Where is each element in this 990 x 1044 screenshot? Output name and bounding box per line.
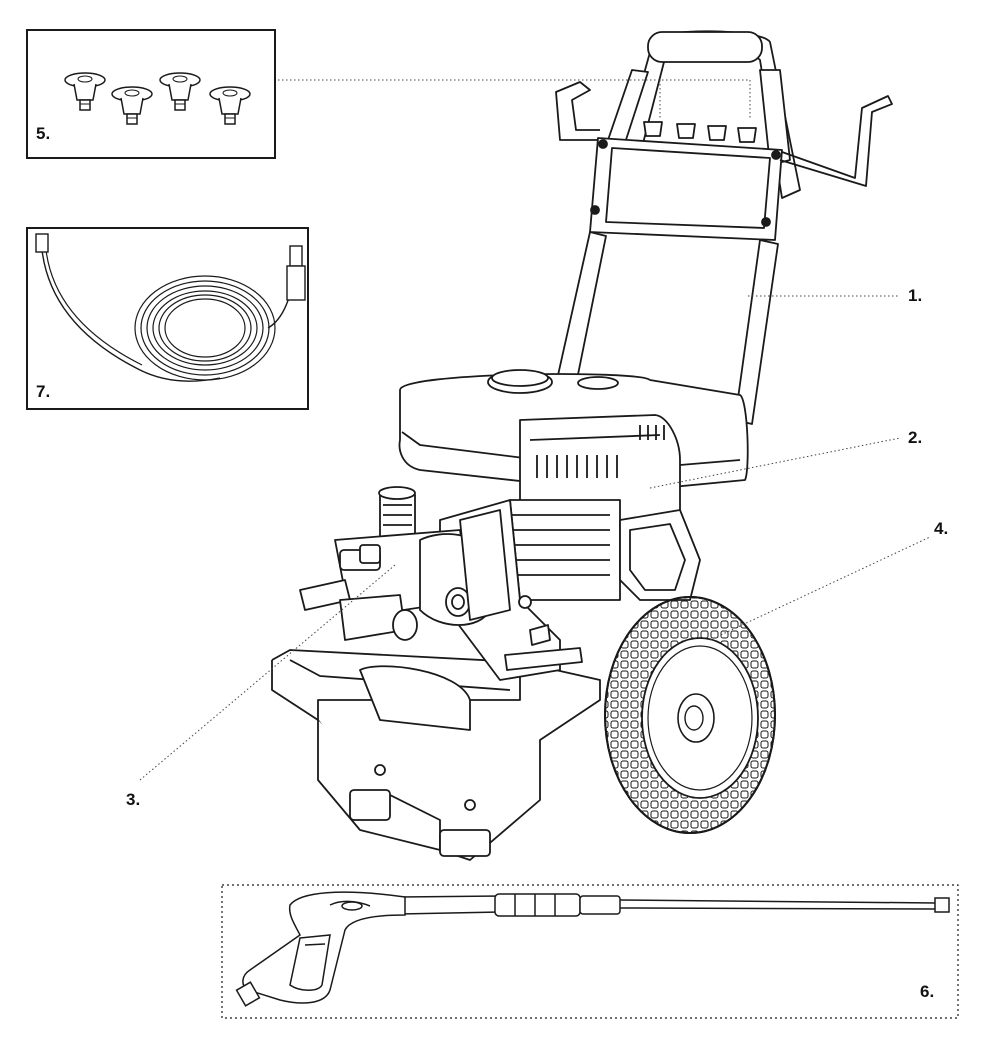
hose-inset	[26, 227, 309, 410]
handle-frame	[547, 30, 893, 425]
hose-coil-icon	[41, 249, 297, 382]
callout-label-wheel: 4.	[934, 519, 949, 538]
leader-lines	[139, 79, 931, 781]
callout-label-frame: 1.	[908, 286, 923, 305]
base-frame	[271, 649, 601, 861]
callout-label-hose: 7.	[36, 382, 51, 401]
callout-label-nozzles: 5.	[36, 124, 51, 143]
callout-label-engine: 2.	[908, 428, 923, 447]
callout-label-pump: 3.	[126, 790, 141, 809]
handle-bolt-icon	[590, 139, 781, 227]
spray-gun-inset	[221, 884, 959, 1019]
pressure-washer	[271, 30, 893, 861]
nozzle-tip-icon	[111, 86, 153, 125]
nozzle-tip-icon	[209, 86, 251, 125]
pump	[299, 486, 511, 641]
callout-label-spray-gun: 6.	[920, 982, 935, 1001]
nozzle-tip-icon	[64, 72, 106, 111]
vent-slots	[536, 425, 665, 478]
nozzle-tip-icon	[159, 72, 201, 111]
engine	[398, 369, 749, 681]
spray-gun-icon	[235, 891, 950, 1007]
wheel	[604, 596, 776, 834]
nozzle-tips-inset	[26, 29, 276, 159]
nozzle-holder-icon	[643, 121, 757, 143]
